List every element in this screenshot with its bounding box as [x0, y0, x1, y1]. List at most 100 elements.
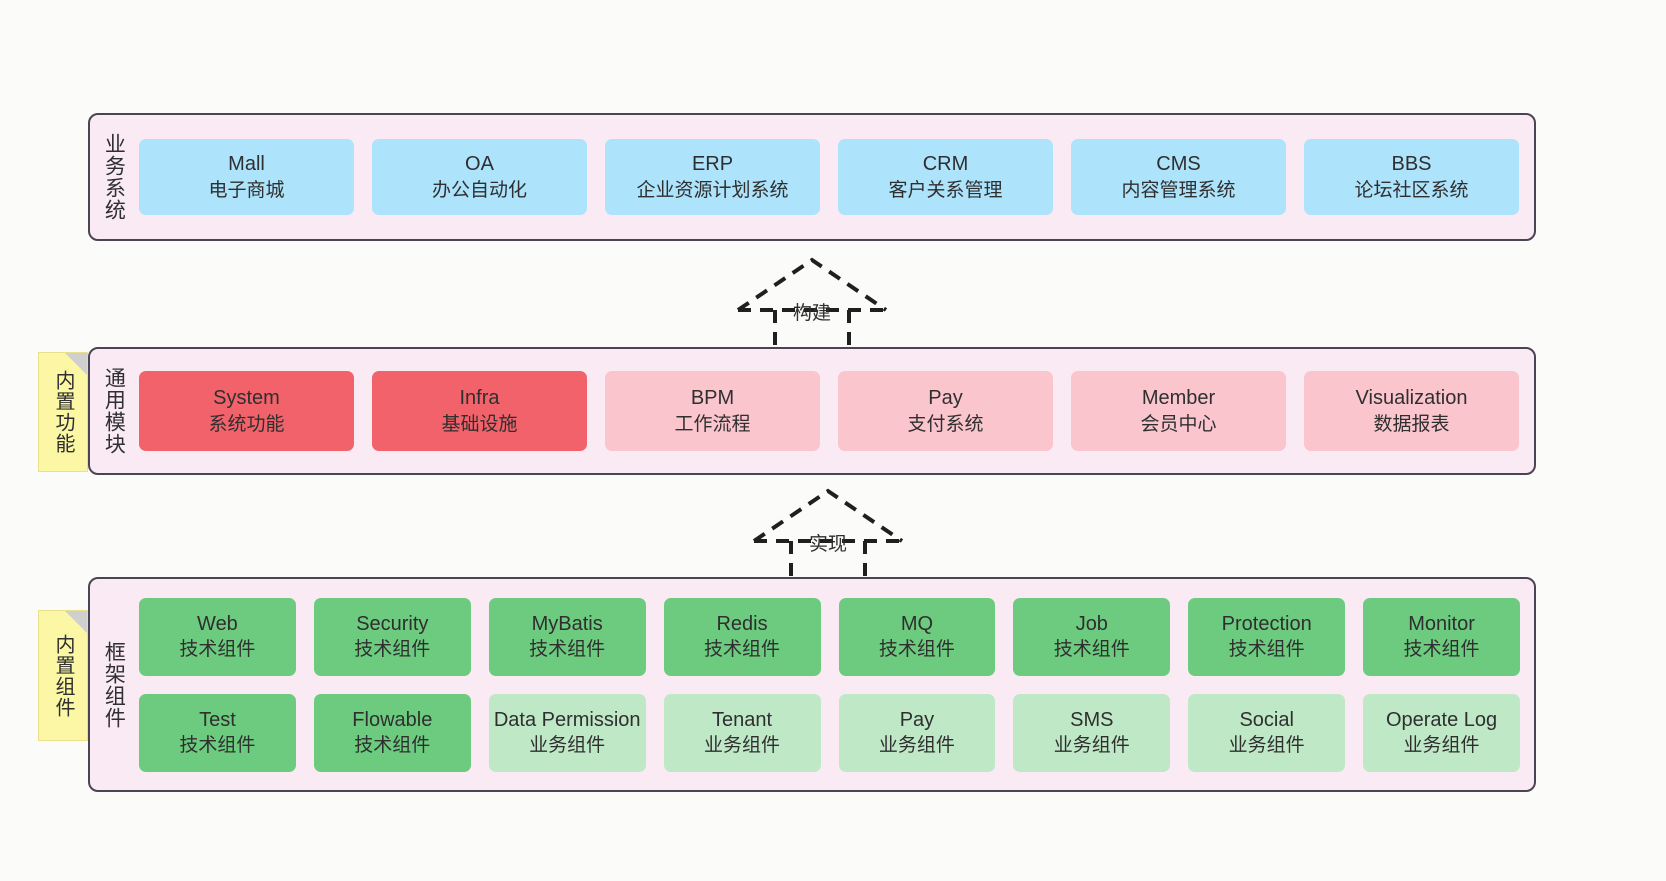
card-title-cn: 企业资源计划系统	[636, 179, 789, 201]
card-title-cn: 业务组件	[529, 735, 606, 757]
realization-arrow-implement: 实现	[738, 485, 918, 585]
sticky-note-builtin-function: 内置功能	[38, 352, 88, 472]
card-title-cn: 办公自动化	[431, 179, 527, 201]
card-erp[interactable]: ERP 企业资源计划系统	[605, 139, 820, 215]
card-title-cn: 业务组件	[1228, 735, 1305, 757]
section-framework-components: 框架组件 Web 技术组件 Security 技术组件 MyBatis 技术组件…	[88, 577, 1536, 792]
card-title-cn: 业务组件	[704, 735, 781, 757]
card-title-en: Monitor	[1408, 612, 1475, 635]
card-oa[interactable]: OA 办公自动化	[372, 139, 587, 215]
card-job[interactable]: Job 技术组件	[1013, 597, 1171, 676]
card-title-cn: 技术组件	[1053, 639, 1130, 661]
card-title-en: Pay	[899, 708, 935, 731]
card-title-en: Member	[1141, 387, 1216, 410]
section-body-framework: Web 技术组件 Security 技术组件 MyBatis 技术组件 Redi…	[136, 579, 1534, 790]
arrow-label-implement: 实现	[808, 534, 847, 555]
card-system[interactable]: System 系统功能	[139, 371, 354, 451]
card-title-en: Web	[197, 612, 238, 635]
card-bpm[interactable]: BPM 工作流程	[605, 371, 820, 451]
section-title-modules: 通用模块	[102, 367, 126, 455]
card-pay[interactable]: Pay 支付系统	[838, 371, 1053, 451]
card-title-cn: 技术组件	[179, 735, 256, 757]
card-sms[interactable]: SMS 业务组件	[1013, 693, 1171, 772]
card-social[interactable]: Social 业务组件	[1188, 693, 1346, 772]
card-monitor[interactable]: Monitor 技术组件	[1363, 597, 1520, 676]
card-title-en: ERP	[691, 153, 734, 176]
card-title-cn: 论坛社区系统	[1354, 179, 1469, 201]
card-title-cn: 技术组件	[354, 639, 431, 661]
card-web[interactable]: Web 技术组件	[139, 597, 296, 676]
card-title-en: Social	[1239, 708, 1294, 731]
card-cms[interactable]: CMS 内容管理系统	[1071, 139, 1286, 215]
card-mybatis[interactable]: MyBatis 技术组件	[488, 597, 646, 676]
card-mq[interactable]: MQ 技术组件	[838, 597, 996, 676]
section-body-business: Mall 电子商城 OA 办公自动化 ERP 企业资源计划系统 CRM 客户关系…	[136, 115, 1534, 239]
card-title-en: Tenant	[712, 708, 773, 731]
arrow-head-triangle	[752, 488, 904, 543]
card-title-cn: 内容管理系统	[1121, 179, 1236, 201]
card-title-cn: 技术组件	[1403, 639, 1480, 661]
section-title-business: 业务系统	[102, 133, 126, 221]
card-row: Mall 电子商城 OA 办公自动化 ERP 企业资源计划系统 CRM 客户关系…	[139, 139, 1519, 215]
card-row: Test 技术组件 Flowable 技术组件 Data Permission …	[139, 693, 1520, 772]
card-title-cn: 技术组件	[179, 639, 256, 661]
card-operate-log[interactable]: Operate Log 业务组件	[1363, 693, 1520, 772]
card-row: Web 技术组件 Security 技术组件 MyBatis 技术组件 Redi…	[139, 597, 1520, 676]
card-redis[interactable]: Redis 技术组件	[663, 597, 821, 676]
card-title-en: Protection	[1221, 612, 1312, 635]
card-title-en: Operate Log	[1385, 708, 1498, 731]
card-title-en: Pay	[928, 387, 963, 410]
card-protection[interactable]: Protection 技术组件	[1188, 597, 1346, 676]
card-infra[interactable]: Infra 基础设施	[372, 371, 587, 451]
card-title-en: Test	[199, 708, 236, 731]
card-title-cn: 支付系统	[907, 413, 984, 435]
sticky-note-builtin-component: 内置组件	[38, 610, 88, 741]
card-visualization[interactable]: Visualization 数据报表	[1304, 371, 1519, 451]
card-title-en: SMS	[1070, 708, 1114, 731]
section-title-framework: 框架组件	[102, 640, 126, 729]
card-title-en: MyBatis	[531, 612, 603, 635]
card-test[interactable]: Test 技术组件	[139, 693, 296, 772]
card-data-permission[interactable]: Data Permission 业务组件	[488, 693, 646, 772]
arrow-head-triangle	[736, 257, 888, 312]
card-title-en: Visualization	[1355, 387, 1468, 410]
card-title-cn: 会员中心	[1140, 413, 1217, 435]
section-business-systems: 业务系统 Mall 电子商城 OA 办公自动化 ERP 企业资源计划系统 CRM…	[88, 113, 1536, 241]
card-title-en: Job	[1075, 612, 1108, 635]
card-title-cn: 业务组件	[1053, 735, 1130, 757]
card-title-cn: 电子商城	[208, 179, 285, 201]
sticky-note-label: 内置组件	[52, 633, 74, 718]
card-crm[interactable]: CRM 客户关系管理	[838, 139, 1053, 215]
card-title-en: System	[213, 387, 280, 410]
card-flowable[interactable]: Flowable 技术组件	[313, 693, 471, 772]
card-member[interactable]: Member 会员中心	[1071, 371, 1286, 451]
card-title-cn: 数据报表	[1373, 413, 1450, 435]
section-common-modules: 通用模块 System 系统功能 Infra 基础设施 BPM 工作流程 Pay…	[88, 347, 1536, 475]
card-title-cn: 技术组件	[1228, 639, 1305, 661]
card-title-en: Security	[356, 612, 429, 635]
card-title-en: Flowable	[352, 708, 433, 731]
card-title-en: BBS	[1391, 153, 1432, 176]
card-mall[interactable]: Mall 电子商城	[139, 139, 354, 215]
card-row: System 系统功能 Infra 基础设施 BPM 工作流程 Pay 支付系统…	[139, 371, 1519, 451]
card-security[interactable]: Security 技术组件	[313, 597, 471, 676]
card-title-en: Infra	[459, 387, 500, 410]
card-title-en: MQ	[900, 612, 934, 635]
card-title-cn: 客户关系管理	[888, 179, 1003, 201]
card-title-cn: 工作流程	[674, 413, 751, 435]
card-title-en: BPM	[690, 387, 735, 410]
card-tenant[interactable]: Tenant 业务组件	[663, 693, 821, 772]
card-title-en: CMS	[1156, 153, 1201, 176]
card-pay-business[interactable]: Pay 业务组件	[838, 693, 996, 772]
card-title-cn: 基础设施	[441, 413, 518, 435]
card-title-en: OA	[465, 153, 494, 176]
card-title-cn: 技术组件	[878, 639, 955, 661]
card-title-cn: 技术组件	[529, 639, 606, 661]
card-title-en: Redis	[716, 612, 768, 635]
card-title-cn: 系统功能	[208, 413, 285, 435]
section-body-modules: System 系统功能 Infra 基础设施 BPM 工作流程 Pay 支付系统…	[136, 349, 1534, 473]
card-bbs[interactable]: BBS 论坛社区系统	[1304, 139, 1519, 215]
card-title-cn: 业务组件	[1403, 735, 1480, 757]
card-title-en: CRM	[922, 153, 969, 176]
sticky-note-label: 内置功能	[52, 370, 74, 454]
